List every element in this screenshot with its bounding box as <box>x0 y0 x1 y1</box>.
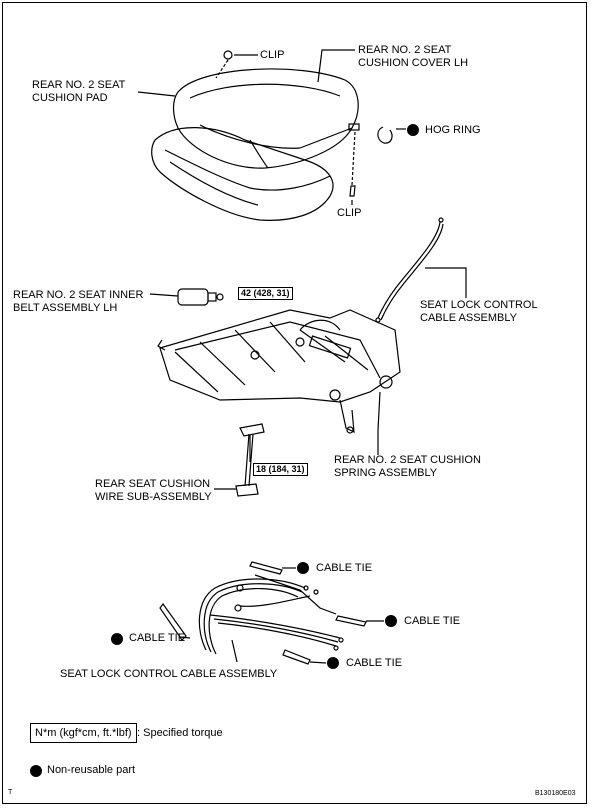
leader-lines-middle <box>249 391 381 462</box>
inner-belt-label-line2: BELT ASSEMBLY LH <box>13 302 118 314</box>
non-reusable-legend-text: Non-reusable part <box>47 764 136 776</box>
corner-mark: T <box>8 789 13 796</box>
spring-label-line1: REAR NO. 2 SEAT CUSHION <box>334 454 481 466</box>
non-reusable-cable-tie-1-icon <box>297 562 309 574</box>
lock-cable-top-label-line2: CABLE ASSEMBLY <box>420 312 518 324</box>
wire-label-line2: WIRE SUB-ASSEMBLY <box>95 491 212 503</box>
clip-guide-lines <box>215 59 356 186</box>
clip-bottom-icon <box>349 185 356 197</box>
figure-code: B130180E03 <box>535 790 576 797</box>
cushion-wire-drawing <box>214 423 265 497</box>
hog-ring-label: HOG RING <box>425 124 481 136</box>
seat-frame-drawing <box>157 309 401 434</box>
non-reusable-cable-tie-4-icon <box>327 657 339 669</box>
non-reusable-legend-icon <box>30 765 42 777</box>
non-reusable-cable-tie-3-icon <box>385 615 397 627</box>
cushion-cover-label-line2: CUSHION COVER LH <box>358 57 469 69</box>
non-reusable-hog-ring-icon <box>407 124 419 136</box>
cushion-pad-label-line2: CUSHION PAD <box>32 92 108 104</box>
cable-tie-1-label: CABLE TIE <box>316 562 373 574</box>
cable-tie-4-label: CABLE TIE <box>346 657 403 669</box>
torque-wire: 18 (184, 31) <box>253 463 308 476</box>
cushion-cover-label-line1: REAR NO. 2 SEAT <box>358 44 452 56</box>
cushion-cover-drawing <box>172 68 359 169</box>
lock-cable-bottom-label: SEAT LOCK CONTROL CABLE ASSEMBLY <box>60 668 278 680</box>
leader-lines-upper <box>137 49 406 205</box>
belt-buckle-drawing <box>149 288 224 306</box>
lower-cable-assembly-drawing <box>159 561 384 665</box>
torque-belt: 42 (428, 31) <box>238 287 293 300</box>
cover-clip-slot <box>348 123 360 131</box>
clip-top-icon <box>223 50 233 60</box>
clip-top-label: CLIP <box>260 49 285 61</box>
cable-tie-3-label: CABLE TIE <box>404 615 461 627</box>
cushion-pad-label-line1: REAR NO. 2 SEAT <box>32 79 126 91</box>
seat-lock-cable-top <box>375 217 467 323</box>
wire-label-line1: REAR SEAT CUSHION <box>95 478 211 490</box>
clip-bottom-label: CLIP <box>337 207 362 219</box>
cushion-pad-drawing <box>151 127 334 221</box>
spring-label-line2: SPRING ASSEMBLY <box>334 467 438 479</box>
torque-legend-text: : Specified torque <box>137 727 223 739</box>
inner-belt-label-line1: REAR NO. 2 SEAT INNER <box>13 289 144 301</box>
hog-ring-icon <box>377 126 393 144</box>
lock-cable-top-label-line1: SEAT LOCK CONTROL <box>420 299 538 311</box>
torque-legend-box: N*m (kgf*cm, ft.*lbf) <box>30 723 137 743</box>
non-reusable-cable-tie-2-icon <box>111 633 123 645</box>
cable-tie-2-label: CABLE TIE <box>129 632 186 644</box>
